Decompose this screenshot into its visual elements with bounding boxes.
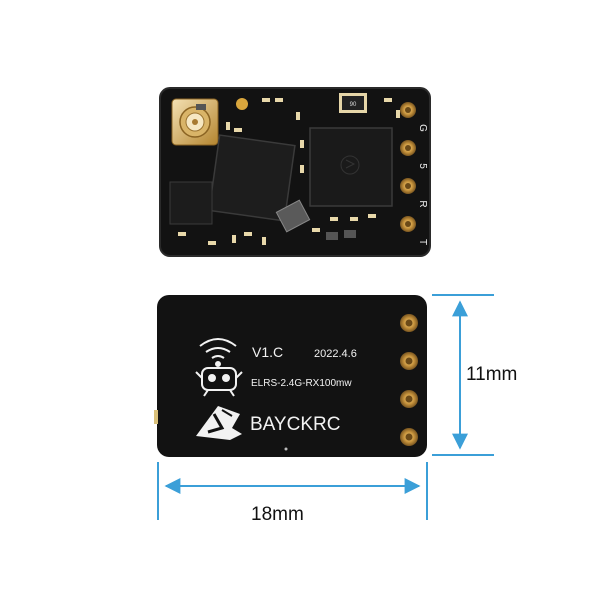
chip-marking: 90	[350, 102, 357, 108]
bottom-pads	[400, 314, 418, 446]
main-chip	[208, 134, 296, 222]
small-chip: 90	[339, 93, 367, 113]
smd-components	[178, 98, 400, 245]
date-text: 2022.4.6	[314, 348, 357, 360]
pin-label-g: G	[417, 124, 428, 132]
height-dimension-label: 11mm	[466, 364, 518, 385]
pin-label-5: 5	[417, 163, 428, 169]
pin-label-r: R	[417, 200, 428, 207]
receiver-top-view: 90	[159, 87, 431, 257]
brand-text: BAYCKRC	[250, 414, 340, 435]
model-text: ELRS-2.4G-RX100mw	[251, 378, 352, 389]
antenna-connector-icon	[171, 98, 219, 146]
wifi-mascot-icon	[195, 338, 243, 397]
width-dimension	[157, 462, 428, 520]
width-dimension-label: 18mm	[251, 504, 304, 525]
mcu-chip	[309, 127, 393, 207]
height-dimension	[432, 294, 494, 456]
top-pads	[400, 102, 416, 232]
smd-resistors	[196, 104, 356, 240]
receiver-bottom-view: V1.C 2022.4.6 ELRS-2.4G-RX100mw BAYCKRC	[154, 295, 427, 457]
pin-label-t: T	[417, 239, 428, 245]
version-text: V1.C	[252, 344, 283, 360]
bayckrc-logo-icon	[196, 406, 242, 440]
